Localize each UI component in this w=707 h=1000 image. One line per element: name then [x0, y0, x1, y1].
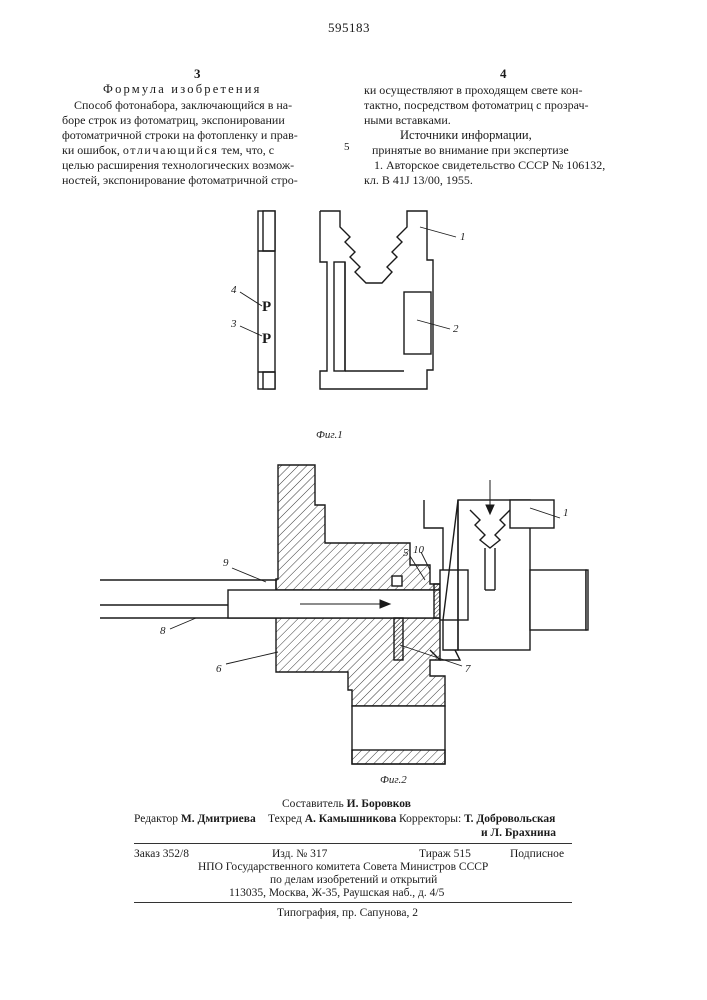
editor-line: Редактор М. Дмитриева: [134, 813, 256, 825]
label-6: 6: [216, 663, 222, 675]
label-8: 8: [160, 625, 166, 637]
housing-bottom-band: [352, 750, 445, 764]
label-1-fig1: 1: [460, 231, 466, 243]
corrector-2-line: и Л. Брахнина: [481, 827, 556, 839]
holder-left-rib: [334, 262, 345, 371]
label-2-fig1: 2: [453, 323, 459, 335]
editor-name: М. Дмитриева: [181, 813, 256, 825]
corrector-1: Т. Добровольская: [464, 813, 555, 825]
circulation: Тираж 515: [419, 848, 471, 860]
holder-outline: [320, 211, 433, 389]
org-address: 113035, Москва, Ж-35, Раушская наб., д. …: [229, 887, 444, 899]
tube-8: [100, 580, 276, 590]
org-line-1: НПО Государственного комитета Совета Мин…: [198, 861, 488, 873]
techred-line: Техред А. Камышникова: [268, 813, 396, 825]
techred-role: Техред: [268, 813, 302, 825]
techred-name: А. Камышникова: [305, 813, 397, 825]
corrector-2: и Л. Брахнина: [481, 827, 556, 839]
figure-2: [100, 465, 588, 764]
strip-notch-bottom: [263, 372, 275, 389]
fig2-caption: Фиг.2: [380, 774, 407, 786]
printer-line: Типография, пр. Сапунова, 2: [277, 907, 418, 919]
editor-role: Редактор: [134, 813, 178, 825]
compiler-line: Составитель И. Боровков: [282, 798, 411, 810]
correctors-role: Корректоры:: [399, 813, 461, 825]
label-3-fig1: 3: [230, 318, 237, 330]
housing-lower-6: [276, 618, 445, 706]
figure-1: [258, 211, 433, 389]
label-1-fig2: 1: [563, 507, 569, 519]
org-line-2: по делам изобретений и открытий: [270, 874, 437, 886]
fig1-caption: Фиг.1: [316, 429, 343, 441]
part-5: [434, 584, 440, 618]
imprint-rule-top: [134, 843, 572, 844]
imprint-rule-bottom: [134, 902, 572, 903]
compiler-name: И. Боровков: [347, 798, 411, 810]
label-7: 7: [465, 663, 471, 675]
correctors-line: Корректоры: Т. Добровольская: [399, 813, 555, 825]
photomatrix-glyph-lower: P: [262, 331, 271, 347]
edition-number: Изд. № 317: [272, 848, 327, 860]
label-4-fig1: 4: [231, 284, 237, 296]
strip-notch-top: [263, 211, 275, 251]
part-7: [394, 618, 403, 660]
side-block: [530, 570, 586, 630]
photomatrix-glyph-upper: P: [262, 299, 271, 315]
subscription: Подписное: [510, 848, 564, 860]
label-10: 10: [413, 544, 425, 556]
compiler-role: Составитель: [282, 798, 344, 810]
order-number: Заказ 352/8: [134, 848, 189, 860]
label-9: 9: [223, 557, 229, 569]
label-5: 5: [403, 547, 409, 559]
part-10-small: [392, 576, 402, 586]
